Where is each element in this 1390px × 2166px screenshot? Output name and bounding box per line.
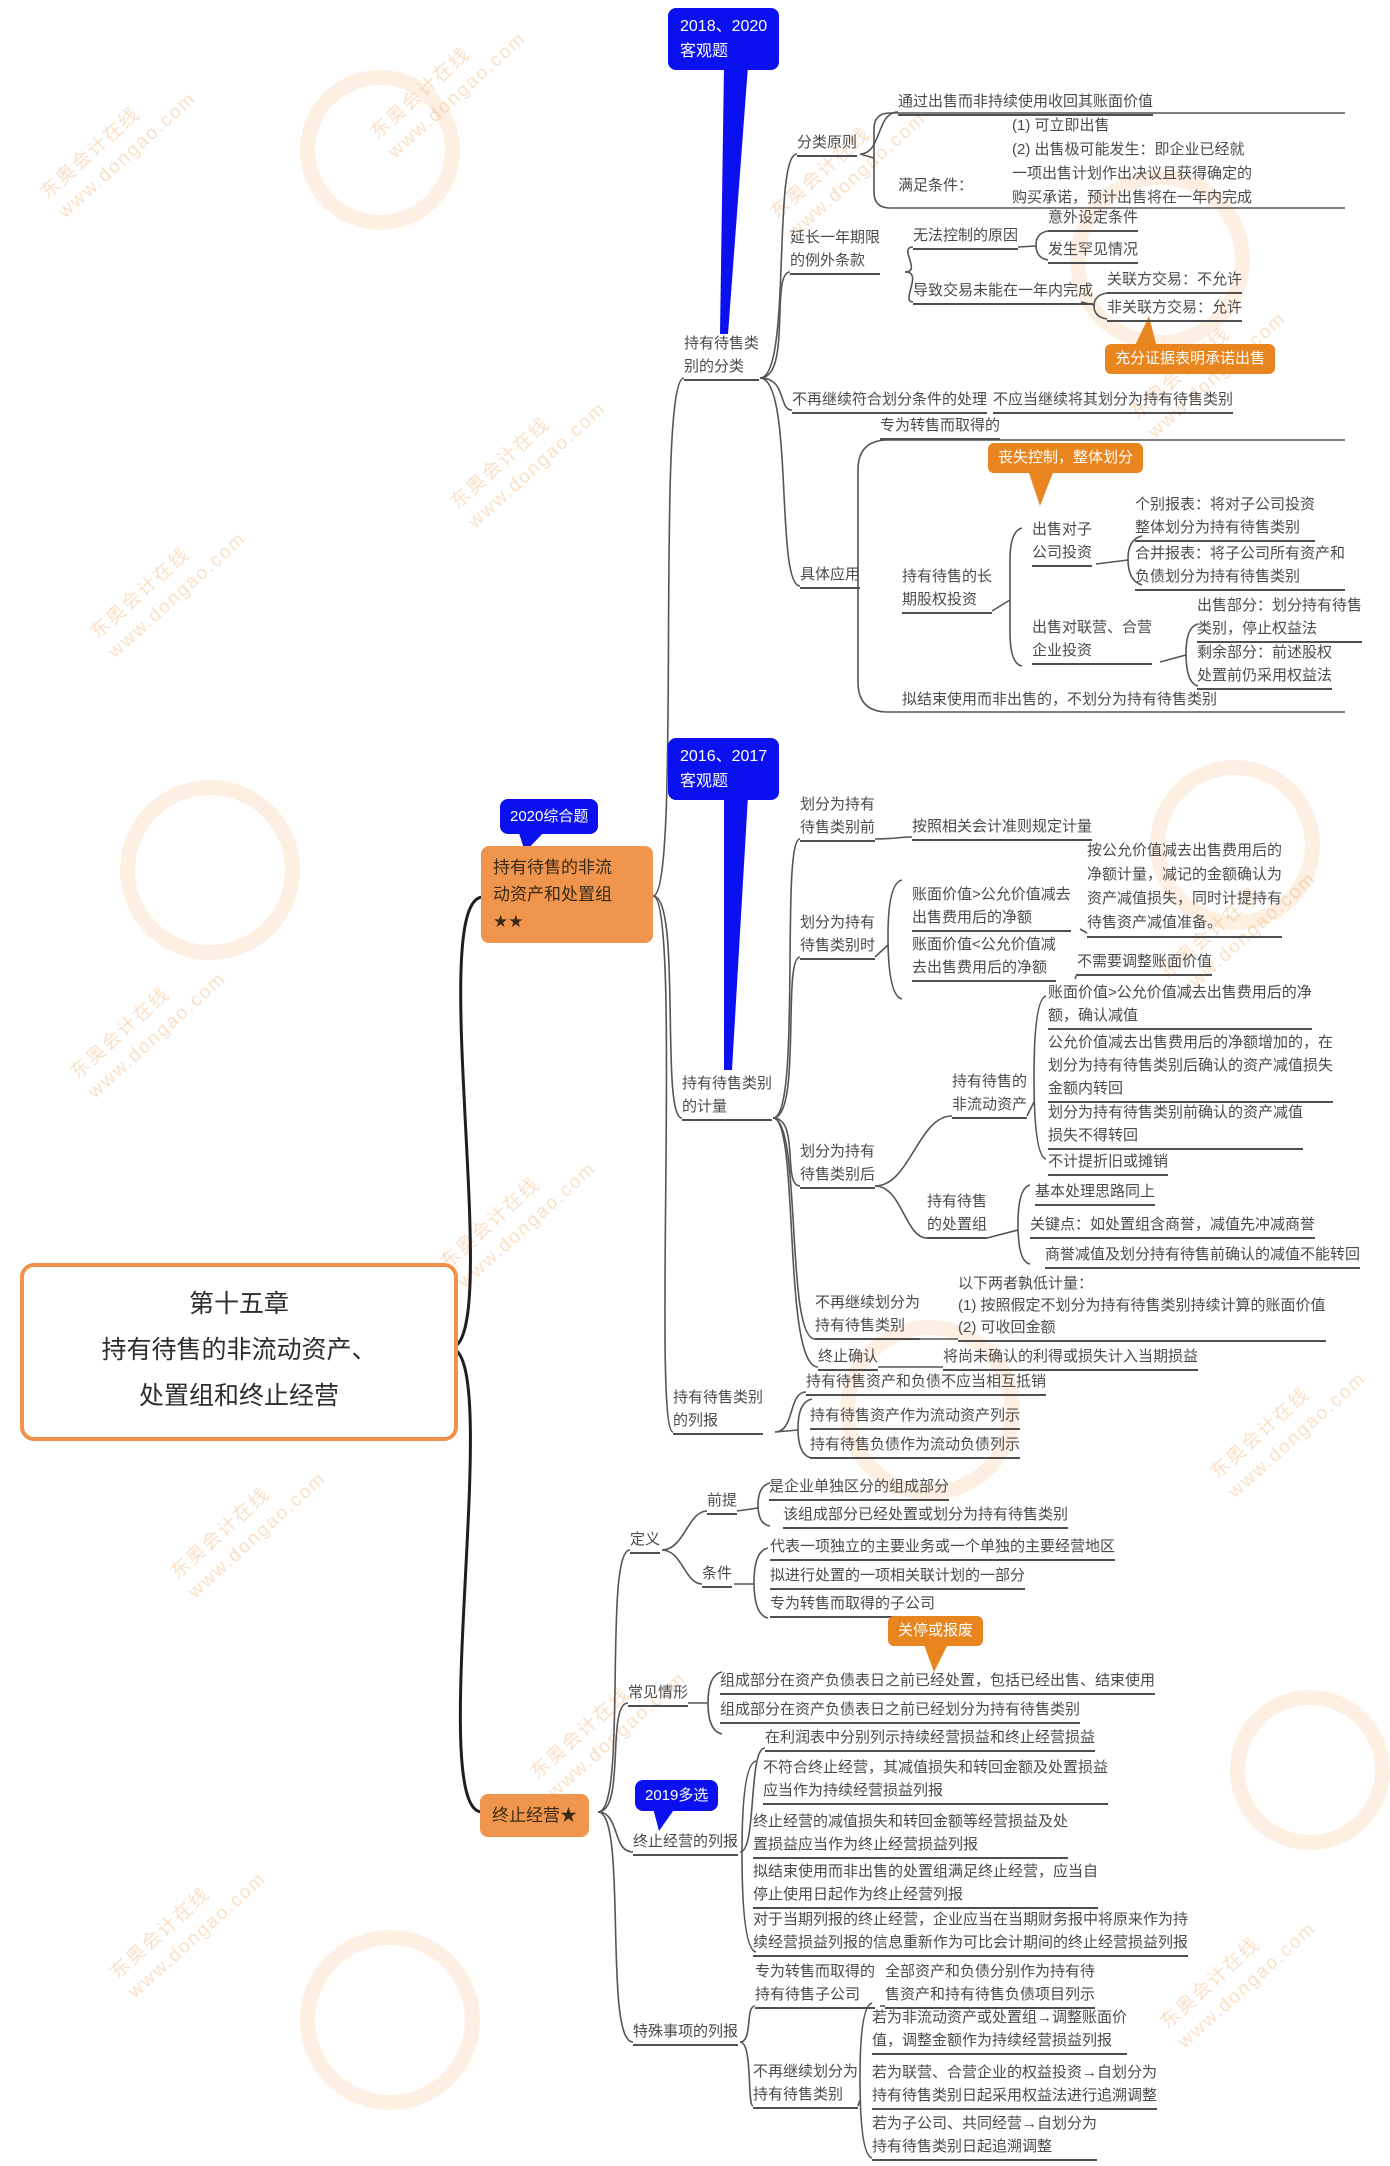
callout-tail bbox=[923, 1642, 949, 1672]
node-no-offsetting: 持有待售资产和负债不应当相互抵销 bbox=[806, 1370, 1047, 1396]
node-current-asset-presentation: 持有待售资产作为流动资产列示 bbox=[810, 1404, 1021, 1430]
node-lt-equity-investment: 持有待售的长 期股权投资 bbox=[902, 565, 993, 614]
node-acquired-for-resale: 专为转售而取得的 bbox=[880, 414, 1001, 440]
node-no-longer-qualifies: 不再继续符合划分条件的处理 bbox=[792, 388, 988, 414]
chapter-title-line: 持有待售的非流动资产、 bbox=[101, 1336, 377, 1364]
node-premise: 前提 bbox=[707, 1489, 738, 1515]
node-discontinued-reporting: 终止经营的列报 bbox=[633, 1830, 739, 1856]
node-separate-statements: 个别报表：将对子公司投资 整体划分为持有待售类别 bbox=[1135, 493, 1316, 542]
node-asset-impairment: 账面价值>公允价值减去出售费用后的净 额，确认减值 bbox=[1048, 981, 1312, 1030]
branch-held-for-sale: 持有待售的非流 动资产和处置组 ★★ bbox=[481, 846, 653, 943]
node-derecognition-text: 将尚未确认的利得或损失计入当期损益 bbox=[943, 1345, 1199, 1371]
node-separately-distinguishable: 是企业单独区分的组成部分 bbox=[769, 1475, 950, 1501]
node-income-statement-split: 在利润表中分别列示持续经营损益和终止经营损益 bbox=[765, 1726, 1096, 1752]
node-cease-use-reporting: 拟结束使用而非出售的处置组满足终止经营，应当自 停止使用日起作为终止经营列报 bbox=[753, 1860, 1099, 1909]
callout-tail bbox=[1132, 316, 1158, 352]
node-accident-condition: 意外设定条件 bbox=[1048, 206, 1139, 232]
node-subsidiary-retrospective: 若为子公司、共同经营→自划分为 持有待售类别日起追溯调整 bbox=[872, 2112, 1098, 2161]
node-major-business-line: 代表一项独立的主要业务或一个单独的主要经营地区 bbox=[770, 1535, 1116, 1561]
node-classified-before-bs-date: 组成部分在资产负债表日之前已经划分为持有待售类别 bbox=[720, 1698, 1081, 1724]
node-classification-principle: 分类原则 bbox=[797, 131, 858, 157]
node-related-party: 关联方交易：不允许 bbox=[1107, 268, 1243, 294]
node-asset-reversal-limit: 公允价值减去出售费用后的净额增加的，在 划分为持有待售类别后确认的资产减值损失 … bbox=[1048, 1031, 1334, 1103]
node-comparative-restatement: 对于当期列报的终止经营，企业应当在当期财务报中将原来作为持 续经营损益列报的信息… bbox=[753, 1908, 1189, 1957]
node-sold-portion: 出售部分：划分持有待售 类别，停止权益法 bbox=[1197, 594, 1363, 643]
node-write-down-to-fv: 按公允价值减去出售费用后的 净额计量，减记的金额确认为 资产减值损失，同时计提持… bbox=[1087, 839, 1283, 938]
callout-shutdown-or-scrap: 关停或报废 bbox=[888, 1616, 984, 1646]
callout-tail bbox=[1028, 470, 1054, 506]
node-at-classification: 划分为持有 待售类别时 bbox=[800, 911, 876, 960]
node-measurement: 持有待售类别 的计量 bbox=[682, 1072, 773, 1121]
node-one-year-extension: 延长一年期限 的例外条款 bbox=[790, 226, 881, 275]
node-definition: 定义 bbox=[630, 1528, 661, 1554]
chapter-number: 第十五章 bbox=[188, 1290, 289, 1318]
callout-commitment-to-sell: 充分证据表明承诺出售 bbox=[1105, 344, 1276, 374]
node-discontinued-ops-presentation: 终止经营的减值损失和转回金额等经营损益及处 置损益应当作为终止经营损益列报 bbox=[753, 1810, 1069, 1859]
node-condition: 条件 bbox=[702, 1562, 733, 1588]
node-no-longer-qualifies-text: 不应当继续将其划分为持有待售类别 bbox=[993, 388, 1234, 414]
node-no-longer-classified: 不再继续划分为 持有待售类别 bbox=[815, 1291, 921, 1340]
node-conditions-list: (1) 可立即出售 (2) 出售极可能发生：即企业已经就 一项出售计划作出决议且… bbox=[1012, 117, 1253, 206]
node-coordinated-disposal-plan: 拟进行处置的一项相关联计划的一部分 bbox=[770, 1564, 1026, 1590]
node-sell-subsidiary: 出售对子 公司投资 bbox=[1032, 518, 1093, 567]
node-consolidated-statements: 合并报表：将子公司所有资产和 负债划分为持有待售类别 bbox=[1135, 542, 1346, 591]
node-equity-method-retrospective: 若为联营、合营企业的权益投资→自划分为 持有待售类别日起采用权益法进行追溯调整 bbox=[872, 2061, 1158, 2110]
node-classification: 持有待售类 别的分类 bbox=[684, 332, 760, 381]
node-same-approach: 基本处理思路同上 bbox=[1035, 1180, 1156, 1206]
node-continuing-ops-presentation: 不符合终止经营，其减值损失和转回金额及处置损益 应当作为持续经营损益列报 bbox=[763, 1756, 1109, 1805]
node-unrelated-party: 非关联方交易：允许 bbox=[1107, 296, 1243, 322]
node-before-classification: 划分为持有 待售类别前 bbox=[800, 793, 876, 842]
node-application: 具体应用 bbox=[800, 563, 861, 589]
node-special-items: 特殊事项的列报 bbox=[633, 2020, 739, 2046]
node-subsidiary-for-resale: 专为转售而取得的子公司 bbox=[770, 1592, 936, 1618]
node-uncontrollable-reason: 无法控制的原因 bbox=[913, 224, 1019, 250]
node-derecognition: 终止确认 bbox=[818, 1345, 879, 1371]
branch-discontinued-operations: 终止经营★ bbox=[480, 1794, 589, 1837]
node-resale-subsidiary-presentation: 全部资产和负债分别作为持有待 售资产和持有待售负债项目列示 bbox=[885, 1960, 1096, 2009]
node-recover-by-sale: 通过出售而非持续使用收回其账面价值 bbox=[898, 90, 1154, 116]
chapter-title-line: 处置组和终止经营 bbox=[138, 1382, 339, 1410]
badge-2016-2017: 2016、2017 客观题 bbox=[668, 738, 780, 800]
node-disposed-or-classified: 该组成部分已经处置或划分为持有待售类别 bbox=[783, 1503, 1069, 1529]
node-adjust-carrying-amount: 若为非流动资产或处置组→调整账面价 值，调整金额作为持续经营损益列报 bbox=[872, 2006, 1128, 2055]
node-goodwill-no-reversal: 商誉减值及划分持有待售前确认的减值不能转回 bbox=[1045, 1243, 1361, 1269]
node-no-adjustment: 不需要调整账面价值 bbox=[1077, 950, 1213, 976]
node-measure-per-standards: 按照相关会计准则规定计量 bbox=[912, 815, 1093, 841]
badge-tail bbox=[720, 66, 748, 334]
node-common-situations: 常见情形 bbox=[628, 1681, 689, 1707]
node-hfs-disposal-group: 持有待售 的处置组 bbox=[927, 1190, 988, 1239]
node-disposed-before-bs-date: 组成部分在资产负债表日之前已经处置，包括已经出售、结束使用 bbox=[720, 1669, 1156, 1695]
node-carrying-lt-fv: 账面价值<公允价值减 去出售费用后的净额 bbox=[912, 933, 1056, 982]
badge-2018-2020: 2018、2020 客观题 bbox=[668, 8, 780, 70]
node-current-liability-presentation: 持有待售负债作为流动负债列示 bbox=[810, 1433, 1021, 1459]
node-resale-subsidiary: 专为转售而取得的 持有待售子公司 bbox=[755, 1960, 876, 2009]
node-after-classification: 划分为持有 待售类别后 bbox=[800, 1140, 876, 1189]
badge-tail bbox=[724, 796, 748, 1070]
node-end-use-not-classified: 拟结束使用而非出售的，不划分为持有待售类别 bbox=[902, 691, 1218, 708]
node-pre-classification-no-reversal: 划分为持有待售类别前确认的资产减值 损失不得转回 bbox=[1048, 1101, 1304, 1150]
node-remaining-portion: 剩余部分：前述股权 处置前仍采用权益法 bbox=[1197, 641, 1333, 690]
node-condition-label: 满足条件： bbox=[898, 177, 974, 194]
node-goodwill-first: 关键点：如处置组含商誉，减值先冲减商誉 bbox=[1030, 1213, 1316, 1239]
node-hfs-noncurrent-asset: 持有待售的 非流动资产 bbox=[952, 1070, 1028, 1119]
callout-loss-of-control: 丧失控制，整体划分 bbox=[988, 443, 1144, 473]
node-rare-situation: 发生罕见情况 bbox=[1048, 238, 1139, 264]
node-special-no-longer: 不再继续划分为 持有待售类别 bbox=[753, 2060, 859, 2109]
node-delay-over-one-year: 导致交易未能在一年内完成 bbox=[913, 279, 1094, 305]
node-lower-of-two: 以下两者孰低计量： (1) 按照假定不划分为持有待售类别持续计算的账面价值 (2… bbox=[958, 1273, 1326, 1342]
node-presentation: 持有待售类别 的列报 bbox=[673, 1386, 764, 1435]
node-no-depreciation: 不计提折旧或摊销 bbox=[1048, 1150, 1169, 1176]
badge-2020-comprehensive: 2020综合题 bbox=[500, 799, 599, 834]
chapter-title-node: 第十五章 持有待售的非流动资产、 处置组和终止经营 bbox=[20, 1263, 458, 1441]
node-sell-jv-investment: 出售对联营、合营 企业投资 bbox=[1032, 616, 1153, 665]
node-carrying-gt-fv: 账面价值>公允价值减去 出售费用后的净额 bbox=[912, 883, 1071, 932]
badge-2019-multi: 2019多选 bbox=[635, 1780, 719, 1811]
